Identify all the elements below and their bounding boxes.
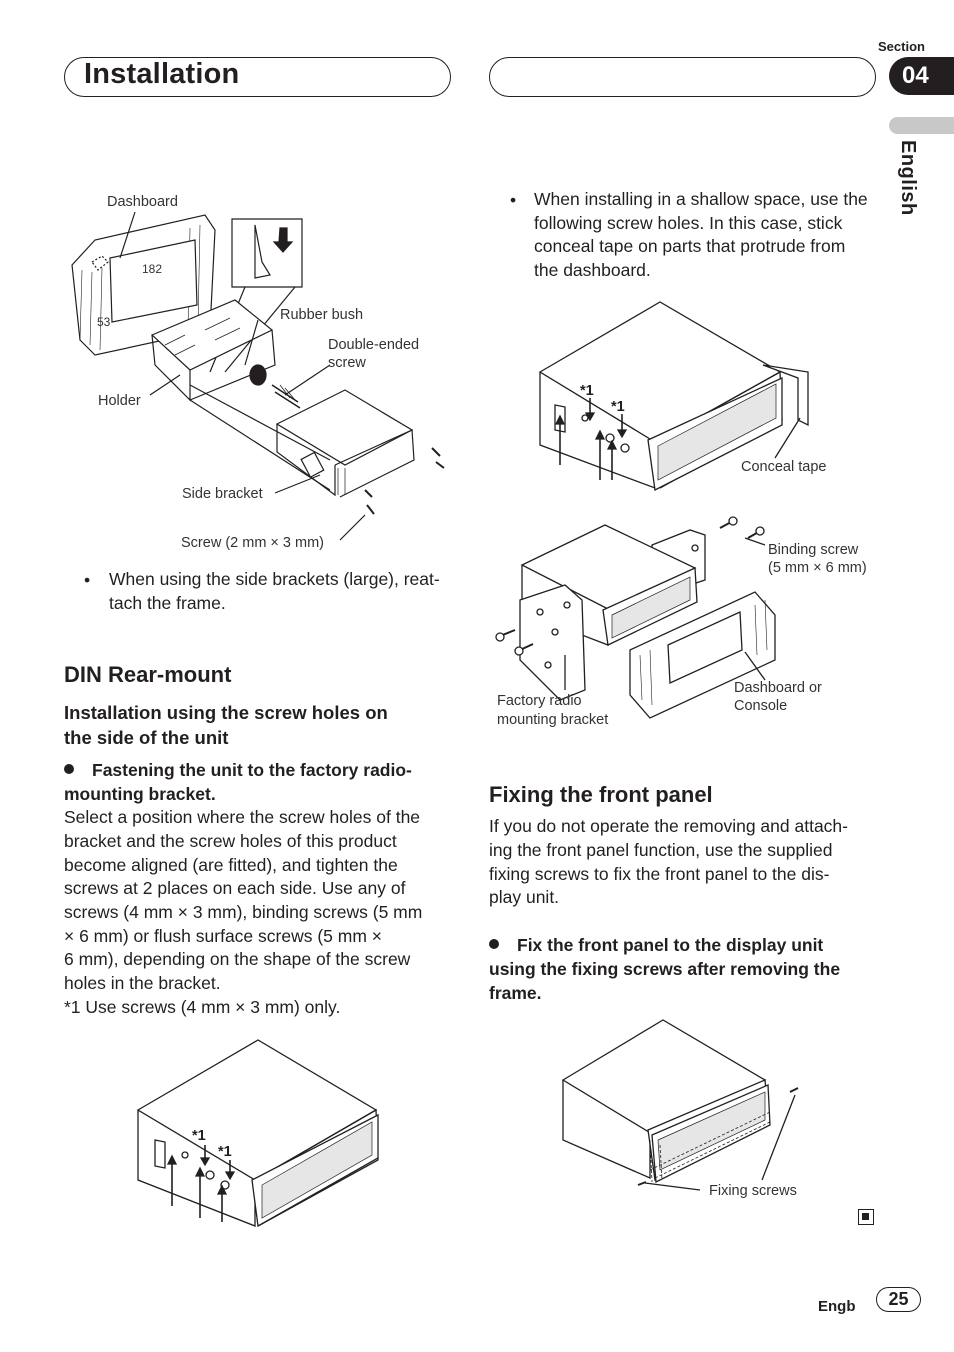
step-fastening-text-1: Fastening the unit to the factory radio-: [92, 760, 412, 780]
bullet-side-brackets-1: When using the side brackets (large), re…: [109, 569, 440, 589]
label-rubber-bush: Rubber bush: [280, 307, 364, 323]
label-factory-bracket-2: mounting bracket: [497, 712, 609, 728]
para-line: × 6 mm) or flush surface screws (5 mm ×: [64, 926, 382, 946]
label-holder: Holder: [98, 393, 141, 409]
mark-1a: *1: [192, 1128, 206, 1144]
bullet-mark: •: [84, 570, 91, 590]
mark-1b: *1: [611, 399, 625, 415]
header-right-frame: [489, 57, 876, 97]
para-line: screws at 2 places on each side. Use any…: [64, 878, 406, 898]
header-title-frame: [64, 57, 451, 97]
label-double-ended-screw-1: Double-ended: [328, 337, 420, 353]
para-line: Select a position where the screw holes …: [64, 807, 421, 827]
label-factory-bracket-1: Factory radio: [497, 693, 582, 709]
fix-step-line-1: Fix the front panel to the display unit: [489, 933, 823, 957]
section-label: Section: [878, 39, 925, 54]
para-line: fixing screws to fix the front panel to …: [489, 864, 830, 884]
para-line: bracket and the screw holes of this prod…: [64, 831, 397, 851]
bullet-line: When installing in a shallow space, use …: [534, 189, 868, 209]
step-bullet: [489, 939, 499, 949]
fix-step-line-3: frame.: [489, 983, 542, 1003]
step-bullet: [64, 764, 74, 774]
end-of-section-mark: [858, 1209, 874, 1225]
para-line: *1 Use screws (4 mm × 3 mm) only.: [64, 997, 341, 1017]
para-line: holes in the bracket.: [64, 973, 221, 993]
para-line: become aligned (are fitted), and tighten…: [64, 855, 398, 875]
sub-heading-line-1: Installation using the screw holes on: [64, 702, 388, 723]
para-line: play unit.: [489, 887, 560, 907]
section-number: 04: [889, 57, 954, 95]
bullet-line: the dashboard.: [534, 260, 651, 280]
page-number: 25: [876, 1287, 921, 1312]
din-rear-mount-heading: DIN Rear-mount: [64, 662, 232, 687]
label-screw: Screw (2 mm × 3 mm): [181, 535, 324, 551]
step-fastening-line-1: Fastening the unit to the factory radio-: [64, 758, 412, 782]
label-binding-screw-2: (5 mm × 6 mm): [768, 560, 867, 576]
label-side-bracket: Side bracket: [182, 486, 263, 502]
label-double-ended-screw-2: screw: [328, 355, 366, 371]
label-fixing-screws: Fixing screws: [709, 1183, 797, 1199]
language-label: English: [897, 140, 919, 216]
label-conceal-tape: Conceal tape: [741, 459, 827, 475]
label-dashboard-console-2: Console: [734, 698, 788, 714]
bullet-mark: •: [510, 190, 517, 210]
mark-1b: *1: [218, 1144, 232, 1160]
bullet-line: conceal tape on parts that protrude from: [534, 236, 846, 256]
label-dashboard-console-1: Dashboard or: [734, 680, 822, 696]
bullet-line: following screw holes. In this case, sti…: [534, 213, 843, 233]
para-line: If you do not operate the removing and a…: [489, 816, 848, 836]
language-tab: [889, 117, 954, 134]
fix-step-line-2: using the fixing screws after removing t…: [489, 959, 841, 979]
fixing-front-panel-heading: Fixing the front panel: [489, 782, 713, 807]
footer-language-code: Engb: [818, 1298, 856, 1315]
label-dim-182: 182: [142, 262, 163, 276]
para-line: 6 mm), depending on the shape of the scr…: [64, 949, 411, 969]
label-dim-53: 53: [97, 315, 111, 329]
label-dashboard: Dashboard: [107, 194, 178, 210]
bullet-side-brackets-2: tach the frame.: [109, 593, 226, 613]
label-binding-screw-1: Binding screw: [768, 542, 859, 558]
para-line: screws (4 mm × 3 mm), binding screws (5 …: [64, 902, 423, 922]
step-fastening-line-2: mounting bracket.: [64, 784, 216, 804]
mark-1a: *1: [580, 383, 594, 399]
fix-step-text-1: Fix the front panel to the display unit: [517, 935, 824, 955]
sub-heading-line-2: the side of the unit: [64, 727, 229, 748]
para-line: ing the front panel function, use the su…: [489, 840, 833, 860]
page-title: Installation: [84, 58, 240, 90]
